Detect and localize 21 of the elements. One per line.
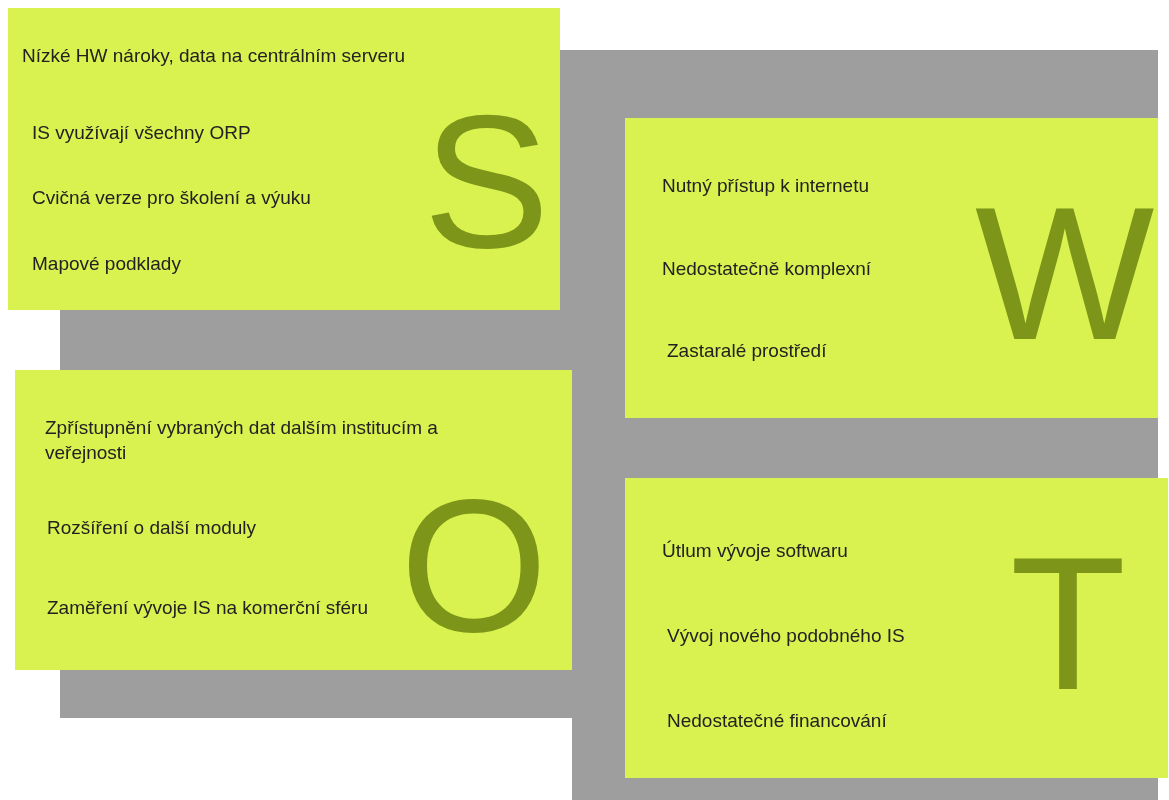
list-item-text: Nedostatečné financování	[667, 709, 887, 733]
list-item-text: Nedostatečně komplexní	[662, 257, 872, 281]
quadrant-panel	[625, 478, 1168, 778]
quadrant-panel	[625, 118, 1158, 418]
list-item-text: Útlum vývoje softwaru	[662, 539, 848, 563]
list-item-text: Nutný přístup k internetu	[662, 174, 869, 198]
list-item-text: Zastaralé prostředí	[667, 339, 827, 363]
list-item-text: Zpřístupnění vybraných dat dalším institucím a veřejnosti	[45, 416, 439, 465]
list-item-text: Nízké HW nároky, data na centrálním serveru	[22, 44, 405, 68]
list-item-text: Cvičná verze pro školení a výuku	[32, 186, 311, 210]
quadrant-letter: S	[423, 86, 550, 276]
list-item-text: Rozšíření o další moduly	[47, 516, 257, 540]
quadrant-letter: T	[1010, 528, 1127, 718]
list-item-text: IS využívají všechny ORP	[32, 121, 251, 145]
list-item-text: Zaměření vývoje IS na komerční sféru	[47, 596, 368, 620]
quadrant-panel	[8, 8, 560, 310]
list-item-text: Vývoj nového podobného IS	[667, 624, 905, 648]
list-item-text: Mapové podklady	[32, 252, 181, 276]
quadrant-letter: O	[400, 470, 548, 660]
quadrant-letter: W	[975, 178, 1155, 368]
quadrant-panel	[15, 370, 572, 670]
